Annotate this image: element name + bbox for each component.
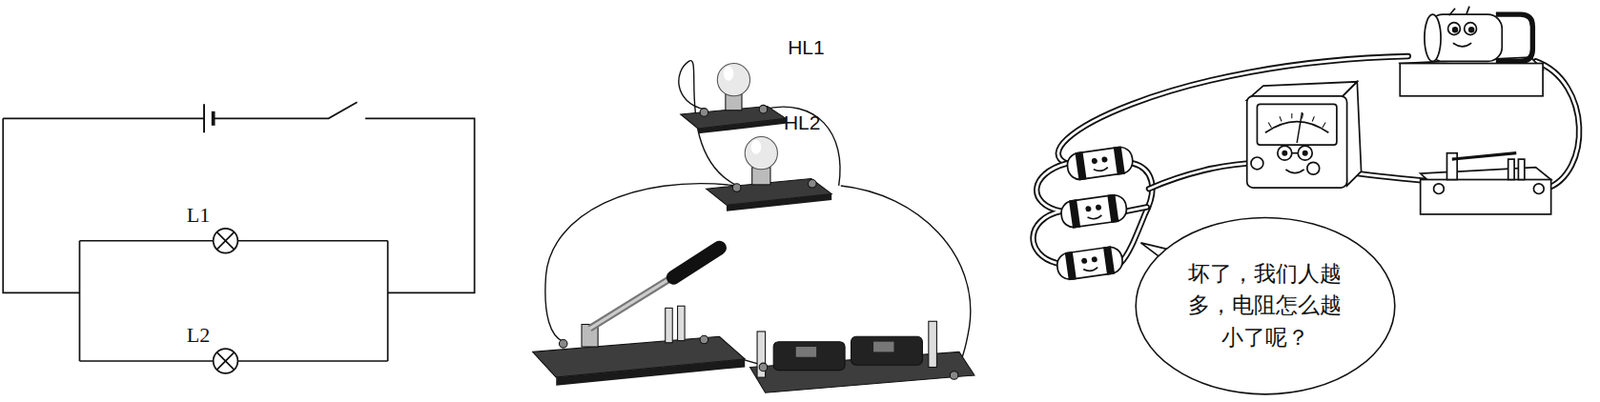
speech-text: 坏了，我们人越多，电阻怎么越小了呢？ bbox=[1181, 258, 1351, 354]
bulb-label: HL2 bbox=[783, 112, 821, 133]
lamp-label: L1 bbox=[186, 205, 210, 226]
physical-circuit bbox=[533, 61, 975, 394]
speech-bubble: 坏了，我们人越多，电阻怎么越小了呢？ bbox=[1133, 216, 1397, 396]
bulb-label: HL1 bbox=[787, 37, 825, 58]
lamp-label: L2 bbox=[186, 325, 210, 347]
circuit-schematic bbox=[2, 102, 474, 374]
